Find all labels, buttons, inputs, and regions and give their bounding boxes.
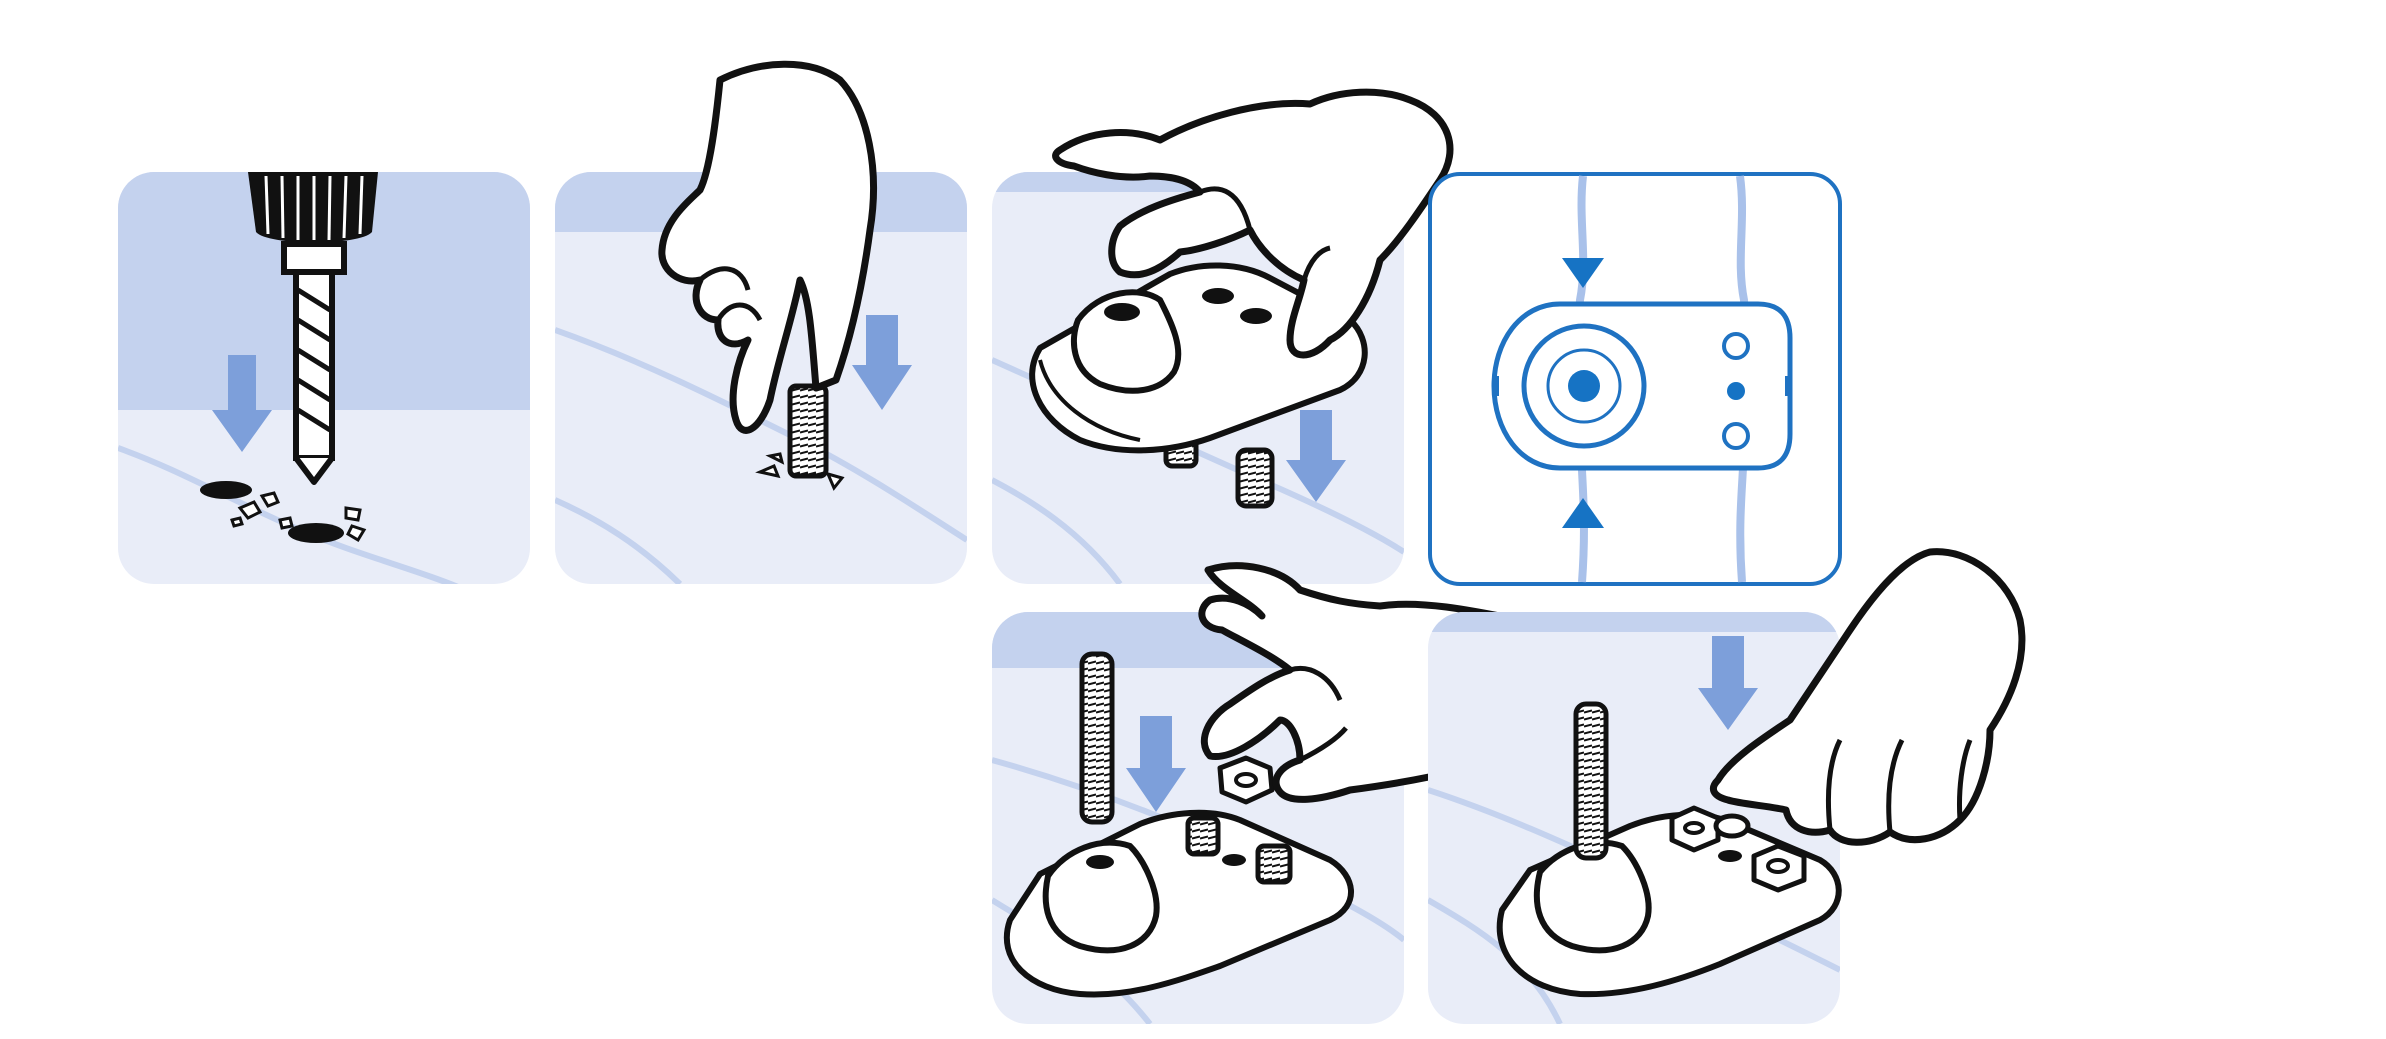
step-tighten-nuts xyxy=(1428,548,2026,1024)
threaded-rod-icon xyxy=(1185,815,1221,857)
down-arrow-icon xyxy=(852,315,912,410)
wall-band xyxy=(1428,612,1840,632)
nut-icon xyxy=(1217,755,1275,805)
step-place-base-plate xyxy=(992,88,1454,584)
down-arrow-icon xyxy=(1126,716,1186,812)
drill-icon xyxy=(248,172,378,485)
step-drill-holes xyxy=(118,172,530,584)
threaded-rod-icon xyxy=(1255,843,1293,885)
nut-icon xyxy=(1751,843,1807,893)
triangle-marker-icon xyxy=(1562,258,1604,288)
crack-line-icon xyxy=(555,497,683,584)
nut-icon xyxy=(1669,805,1751,853)
down-arrow-icon xyxy=(212,355,272,452)
triangle-marker-icon xyxy=(1562,498,1604,528)
step-insert-anchor xyxy=(555,60,967,584)
anchor-sleeve-icon xyxy=(755,383,845,491)
hole-icon xyxy=(200,481,252,499)
hand-icon xyxy=(1709,548,2026,846)
threaded-rod-icon xyxy=(1079,651,1115,825)
crack-line-icon xyxy=(992,477,1123,584)
down-arrow-icon xyxy=(1286,410,1346,502)
step-alignment-diagram xyxy=(1428,172,1842,586)
down-arrow-icon xyxy=(1698,636,1758,730)
base-plate-outline-icon xyxy=(1491,301,1793,471)
hole-icon xyxy=(288,523,344,543)
base-plate-icon xyxy=(1029,262,1368,454)
threaded-rod-icon xyxy=(1573,701,1609,861)
hand-icon xyxy=(658,60,877,434)
debris-icon xyxy=(230,491,367,543)
